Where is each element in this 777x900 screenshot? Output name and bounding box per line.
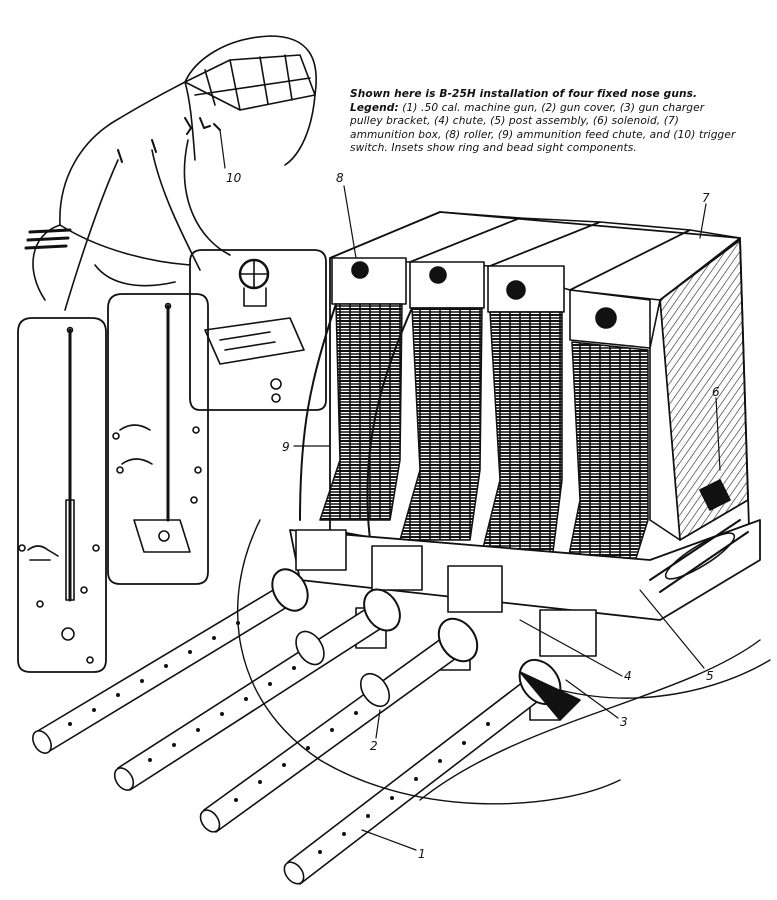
- leader-lines: [219, 129, 721, 851]
- callout-9: 9: [282, 440, 290, 454]
- callout-8: 8: [336, 171, 344, 185]
- ammunition-belts: [299, 303, 649, 611]
- callout-10: 10: [226, 171, 242, 185]
- callout-1: 1: [418, 847, 426, 861]
- barrel-cooling-holes: [68, 621, 490, 854]
- sight-inset-middle: [107, 293, 209, 585]
- sight-inset-left: [17, 317, 107, 673]
- callout-4: 4: [624, 669, 632, 683]
- caption: Shown here is B-25H installation of four…: [350, 88, 740, 156]
- callout-3: 3: [620, 715, 628, 729]
- ring-sight-inset: [189, 249, 327, 411]
- caption-legend: (1) .50 cal. machine gun, (2) gun cover,…: [350, 101, 736, 155]
- gun-barrels: [32, 568, 581, 885]
- aircraft-nose-sketch: [24, 35, 317, 311]
- callout-6: 6: [712, 385, 720, 399]
- callout-5: 5: [706, 669, 714, 683]
- gun-barrel-3: [199, 617, 479, 833]
- gun-barrel-1: [32, 568, 309, 754]
- callout-labels: 10 8 7 9 6 4 5 3 2 1: [226, 171, 720, 861]
- fuselage-outline: [237, 519, 771, 805]
- caption-intro: Shown here is B-25H installation of four…: [350, 88, 698, 114]
- callout-7: 7: [702, 191, 710, 205]
- gun-barrel-2: [113, 588, 401, 791]
- callout-2: 2: [370, 739, 378, 753]
